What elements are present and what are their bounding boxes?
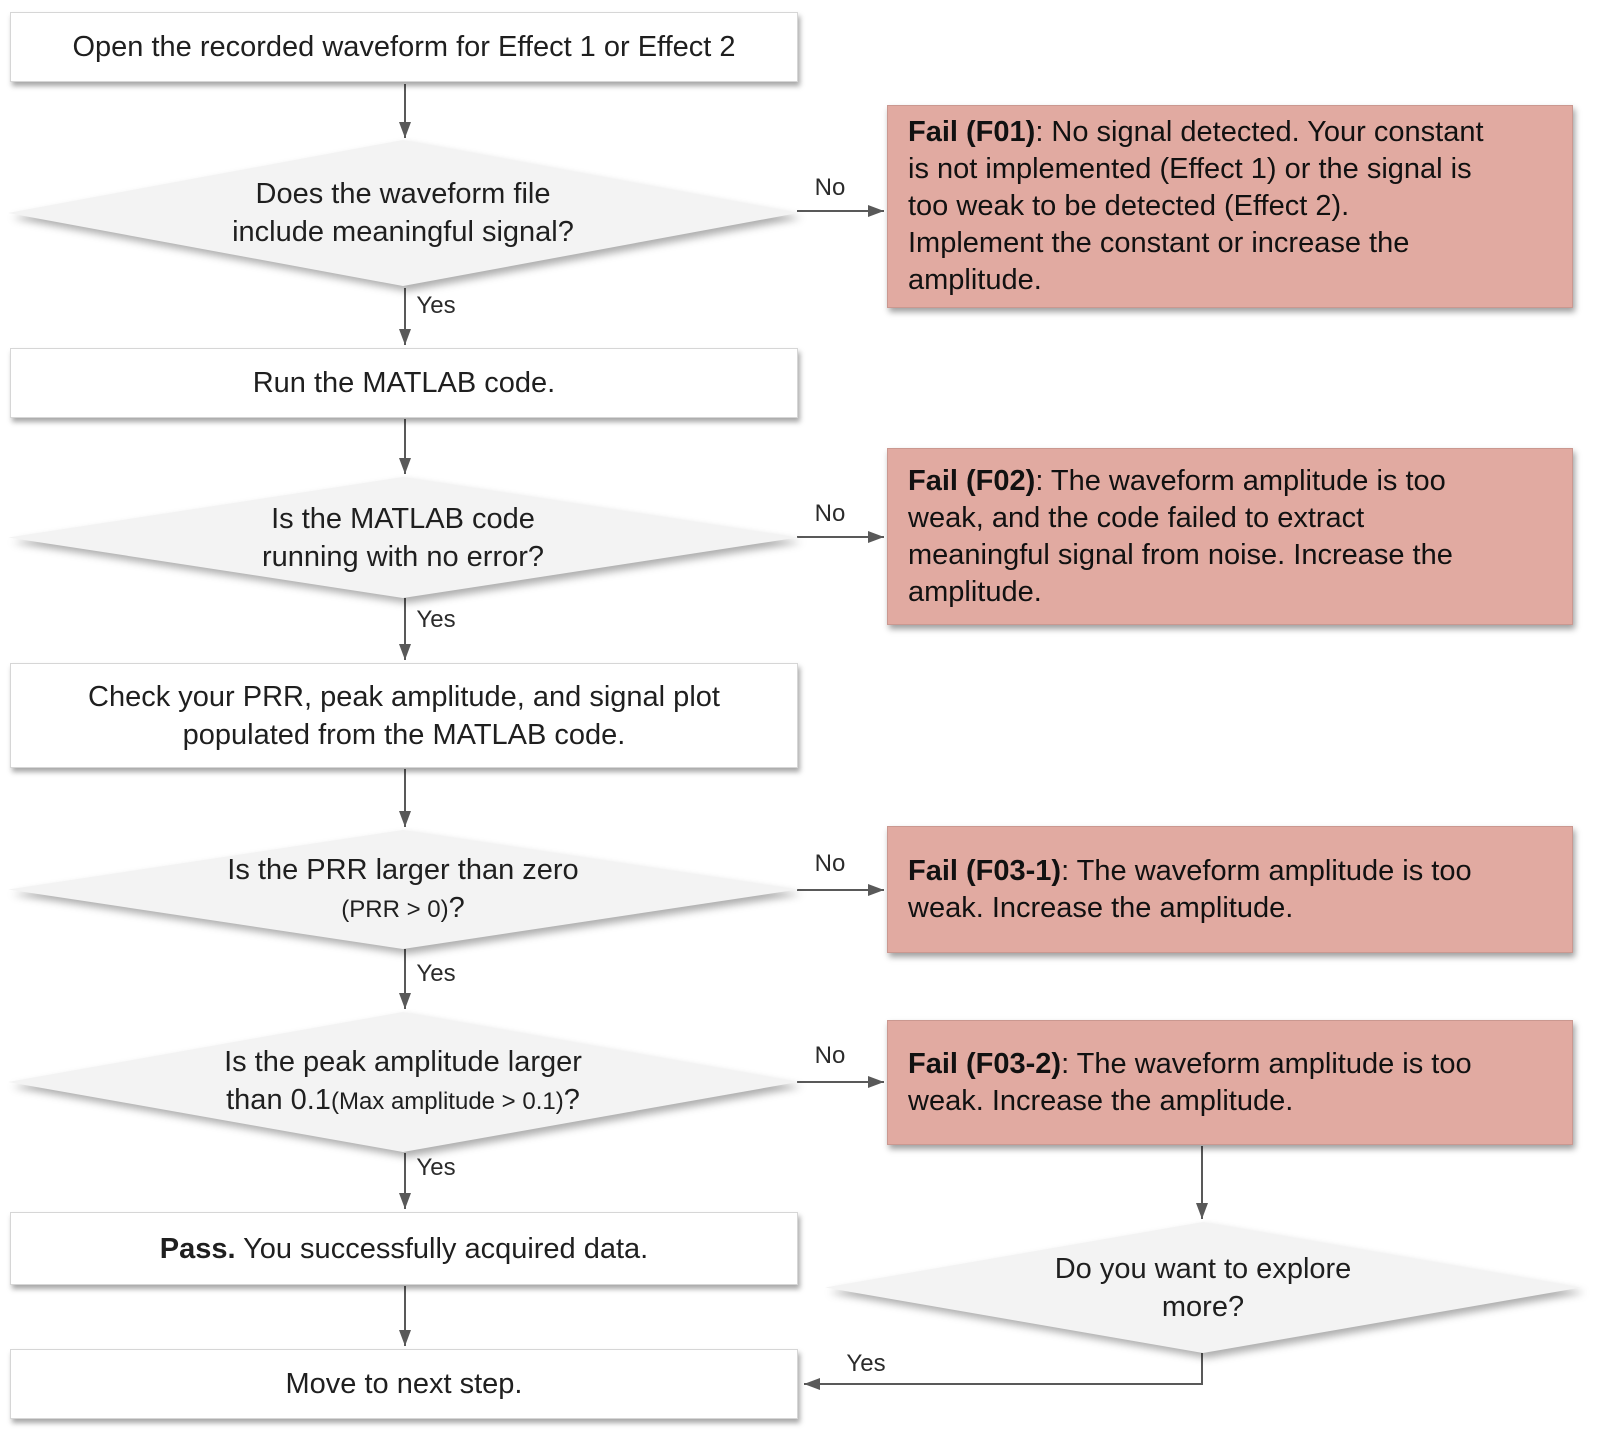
label-yes-explore: Yes (846, 1350, 886, 1377)
label-no-error: No (814, 500, 846, 527)
step-open-waveform: Open the recorded waveform for Effect 1 … (10, 12, 798, 82)
decision-error-line2: running with no error? (261, 540, 545, 573)
label-yes-signal: Yes (416, 292, 456, 319)
step-run-matlab-label: Run the MATLAB code. (252, 367, 556, 399)
decision-explore-line2: more? (1161, 1290, 1245, 1323)
decision-signal-wrap: Does the waveform file include meaningfu… (8, 140, 798, 286)
step-check-outputs-line1: Check your PRR, peak amplitude, and sign… (88, 680, 720, 713)
decision-peak-line1: Is the peak amplitude larger (224, 1046, 582, 1078)
decision-prr-wrap: Is the PRR larger than zero (PRR > 0)? (8, 830, 798, 949)
decision-peak-wrap: Is the peak amplitude larger than 0.1(Ma… (8, 1012, 798, 1152)
f02-text1: : The waveform amplitude is too (1035, 464, 1446, 497)
decision-peak-line2: than 0.1(Max amplitude > 0.1)? (226, 1081, 580, 1121)
decision-prr-line2: (PRR > 0)? (341, 889, 465, 929)
decision-signal-line1: Does the waveform file (255, 178, 551, 210)
decision-prr-cond: (PRR > 0) (341, 895, 449, 923)
decision-error-line1: Is the MATLAB code (271, 502, 535, 535)
fail-box-f02: Fail (F02): The waveform amplitude is to… (887, 448, 1573, 625)
f02-line3: meaningful signal from noise. Increase t… (908, 538, 1453, 571)
label-no-peak: No (814, 1042, 846, 1069)
fail-box-f01: Fail (F01): No signal detected. Your con… (887, 105, 1573, 308)
decision-signal: Does the waveform file include meaningfu… (8, 140, 798, 286)
f01-title: Fail (F01) (908, 116, 1036, 148)
f03-1-title: Fail (F03-1) (908, 854, 1062, 887)
label-no-prr: No (814, 850, 846, 877)
f02-line1: Fail (F02): The waveform amplitude is to… (908, 463, 1552, 500)
fail-box-f03-1: Fail (F03-1): The waveform amplitude is … (887, 826, 1573, 953)
label-yes-error: Yes (416, 606, 456, 633)
decision-peak-pre: than 0.1 (226, 1084, 331, 1116)
pass-title: Pass. (159, 1232, 236, 1265)
decision-explore-line1: Do you want to explore (1054, 1252, 1352, 1285)
f03-2-line2: weak. Increase the amplitude. (908, 1084, 1294, 1117)
f03-1-line1: Fail (F03-1): The waveform amplitude is … (908, 853, 1552, 890)
f01-line1: Fail (F01): No signal detected. Your con… (908, 114, 1552, 151)
f03-2-title: Fail (F03-2) (908, 1047, 1062, 1080)
f01-line4: Implement the constant or increase the (908, 227, 1410, 259)
step-check-outputs-line2: populated from the MATLAB code. (182, 718, 626, 751)
f03-2-line1: Fail (F03-2): The waveform amplitude is … (908, 1046, 1552, 1083)
step-open-waveform-label: Open the recorded waveform for Effect 1 … (72, 31, 736, 63)
label-yes-prr: Yes (416, 960, 456, 987)
label-no-signal: No (814, 174, 846, 201)
step-move-next: Move to next step. (10, 1349, 798, 1419)
decision-error-wrap: Is the MATLAB code running with no error… (8, 477, 798, 598)
decision-prr-line1: Is the PRR larger than zero (227, 853, 579, 886)
step-pass-label: Pass. You successfully acquired data. (160, 1230, 649, 1268)
pass-text: You successfully acquired data. (235, 1232, 649, 1265)
step-run-matlab: Run the MATLAB code. (10, 348, 798, 418)
f03-1-text1: : The waveform amplitude is too (1061, 854, 1472, 887)
f01-line2: is not implemented (Effect 1) or the sig… (908, 153, 1472, 185)
label-yes-peak: Yes (416, 1154, 456, 1181)
f03-1-line2: weak. Increase the amplitude. (908, 891, 1294, 924)
decision-prr-qmark: ? (448, 891, 465, 924)
f02-title: Fail (F02) (908, 464, 1036, 497)
fail-box-f03-2: Fail (F03-2): The waveform amplitude is … (887, 1020, 1573, 1145)
f01-line3: too weak to be detected (Effect 2). (908, 190, 1350, 222)
decision-explore: Do you want to explore more? (825, 1222, 1581, 1353)
decision-error: Is the MATLAB code running with no error… (8, 477, 798, 598)
f02-line4: amplitude. (908, 575, 1042, 608)
step-move-next-label: Move to next step. (285, 1368, 523, 1400)
f01-line5: amplitude. (908, 264, 1042, 296)
decision-prr: Is the PRR larger than zero (PRR > 0)? (8, 830, 798, 949)
decision-peak-qmark: ? (563, 1084, 580, 1116)
decision-signal-line2: include meaningful signal? (232, 216, 574, 248)
f01-text1: : No signal detected. Your constant (1035, 116, 1484, 148)
step-pass: Pass. You successfully acquired data. (10, 1212, 798, 1285)
f03-2-text1: : The waveform amplitude is too (1061, 1047, 1472, 1080)
decision-peak: Is the peak amplitude larger than 0.1(Ma… (8, 1012, 798, 1152)
decision-peak-cond: (Max amplitude > 0.1) (330, 1088, 564, 1115)
f02-line2: weak, and the code failed to extract (908, 501, 1365, 534)
decision-explore-wrap: Do you want to explore more? (825, 1222, 1581, 1353)
step-check-outputs: Check your PRR, peak amplitude, and sign… (10, 663, 798, 768)
